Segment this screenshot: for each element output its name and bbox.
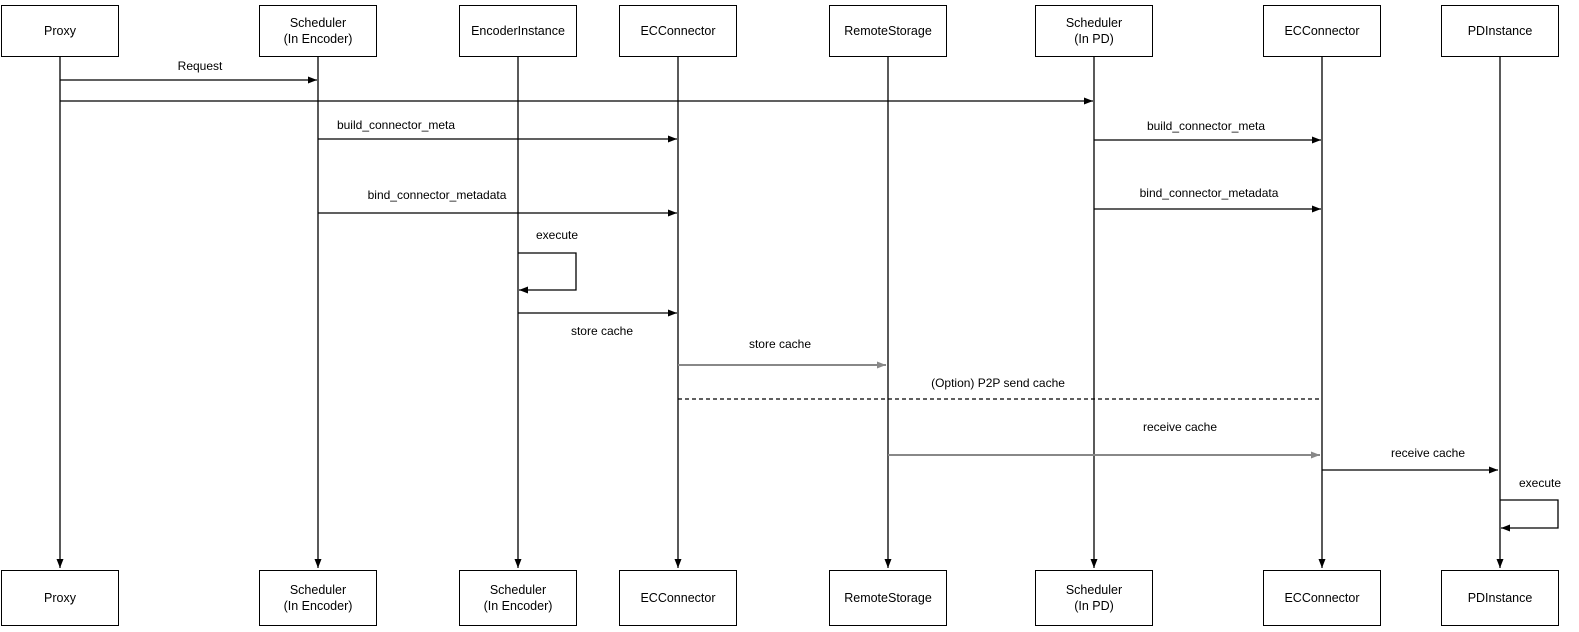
- message-label-bind-connector-metadata-right: bind_connector_metadata: [1139, 186, 1279, 200]
- actor-sublabel: (In Encoder): [283, 32, 353, 46]
- message-label-store-cache-1: store cache: [570, 324, 634, 338]
- actor-box-pdinstance-bottom: PDInstance: [1441, 570, 1559, 626]
- actor-label: Scheduler: [1065, 582, 1123, 597]
- actor-label: ECConnector: [1284, 23, 1360, 38]
- actor-box-ecconnector-bottom: ECConnector: [619, 570, 737, 626]
- actor-label: PDInstance: [1467, 23, 1533, 38]
- message-label-execute-pd: execute: [1518, 476, 1562, 490]
- actor-label: ECConnector: [640, 590, 716, 605]
- arrow-execute-encoder-self-loop: [518, 252, 577, 294]
- actor-box-proxy-top: Proxy: [1, 5, 119, 57]
- actor-box-remotestorage-bottom: RemoteStorage: [829, 570, 947, 626]
- actor-label: Proxy: [44, 23, 76, 38]
- actor-box-encoder-instance-top: EncoderInstance: [459, 5, 577, 57]
- actor-box-pdinstance-top: PDInstance: [1441, 5, 1559, 57]
- actor-label: PDInstance: [1467, 590, 1533, 605]
- actor-label: RemoteStorage: [844, 590, 932, 605]
- actor-label: ECConnector: [1284, 590, 1360, 605]
- actor-sublabel: (In Encoder): [283, 599, 353, 613]
- actor-box-scheduler-pd-bottom: Scheduler (In PD): [1035, 570, 1153, 626]
- actor-sublabel: (In PD): [1074, 32, 1114, 46]
- actor-label: Scheduler: [289, 582, 347, 597]
- actor-box-remotestorage-top: RemoteStorage: [829, 5, 947, 57]
- actor-box-scheduler-encoder-2-bottom: Scheduler (In Encoder): [459, 570, 577, 626]
- actor-label: RemoteStorage: [844, 23, 932, 38]
- actor-label: Scheduler: [289, 15, 347, 30]
- message-label-receive-cache-1: receive cache: [1142, 420, 1218, 434]
- message-label-build-connector-meta-left: build_connector_meta: [336, 118, 456, 132]
- actor-label: Scheduler: [1065, 15, 1123, 30]
- actor-box-scheduler-pd-top: Scheduler (In PD): [1035, 5, 1153, 57]
- message-label-p2p-send-cache: (Option) P2P send cache: [931, 376, 1065, 390]
- message-label-store-cache-2: store cache: [748, 337, 812, 351]
- actor-box-scheduler-encoder-top: Scheduler (In Encoder): [259, 5, 377, 57]
- message-label-build-connector-meta-right: build_connector_meta: [1146, 119, 1266, 133]
- message-label-execute-encoder: execute: [535, 228, 579, 242]
- actor-label: Scheduler: [489, 582, 547, 597]
- actor-box-ecconnector-2-top: ECConnector: [1263, 5, 1381, 57]
- message-label-bind-connector-metadata-left: bind_connector_metadata: [367, 188, 507, 202]
- actor-box-ecconnector-top: ECConnector: [619, 5, 737, 57]
- message-label-receive-cache-2: receive cache: [1390, 446, 1466, 460]
- actor-box-proxy-bottom: Proxy: [1, 570, 119, 626]
- actor-label: Proxy: [44, 590, 76, 605]
- actor-label: EncoderInstance: [471, 23, 565, 38]
- actor-label: ECConnector: [640, 23, 716, 38]
- message-label-request: Request: [177, 59, 223, 73]
- actor-sublabel: (In Encoder): [483, 599, 553, 613]
- actor-sublabel: (In PD): [1074, 599, 1114, 613]
- actor-box-scheduler-encoder-bottom: Scheduler (In Encoder): [259, 570, 377, 626]
- actor-box-ecconnector-2-bottom: ECConnector: [1263, 570, 1381, 626]
- arrow-execute-pd-self-loop: [1500, 499, 1559, 532]
